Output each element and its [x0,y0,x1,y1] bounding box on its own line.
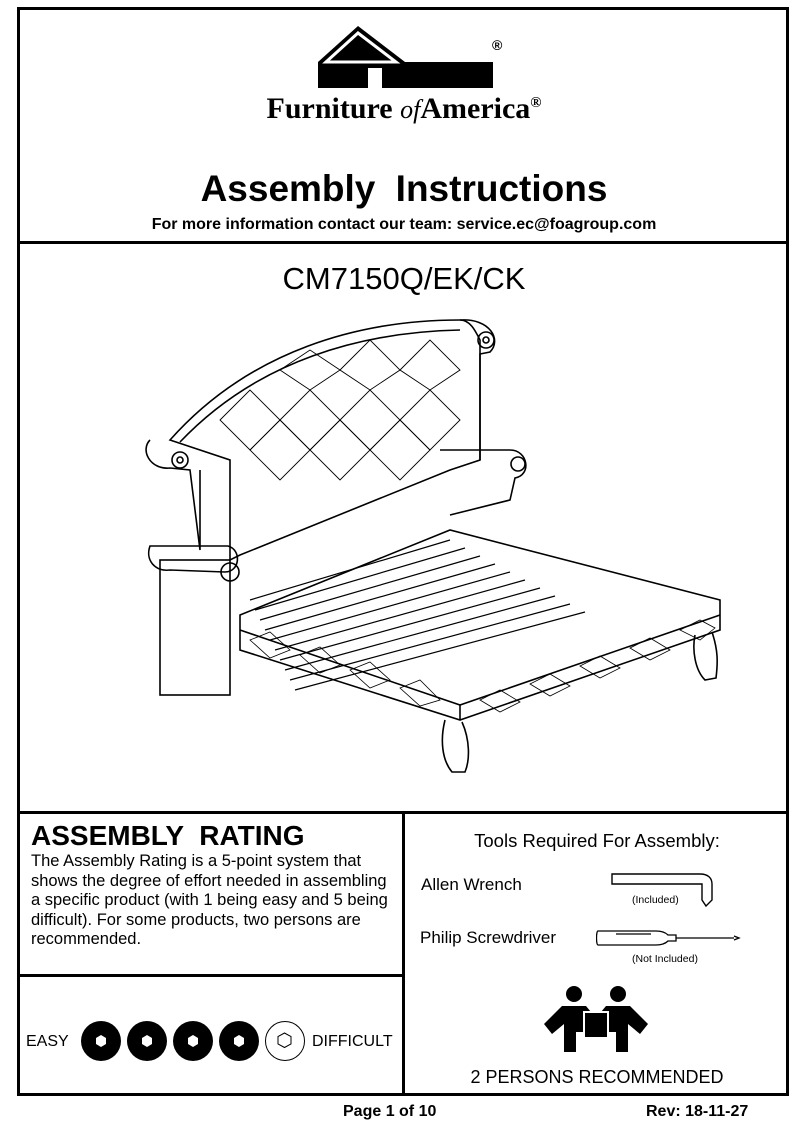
hex-icon [142,1035,152,1047]
bed-illustration [145,319,721,773]
rating-divider [17,974,405,977]
revision: Rev: 18-11-27 [646,1103,749,1120]
header-divider [17,241,789,244]
difficult-label: DIFFICULT [312,1033,393,1050]
rating-circle-filled [219,1021,259,1061]
bottom-vertical-divider [402,811,405,1096]
rating-circle-filled [127,1021,167,1061]
rating-description: The Assembly Rating is a 5-point system … [31,852,388,948]
two-persons-lifting-icon [544,986,648,1052]
hex-icon [96,1035,106,1047]
house-logo-icon: ® [318,26,503,88]
registered-mark-logo: ® [492,37,503,53]
tool-note-allen-wrench: (Included) [632,894,679,906]
rating-circle-filled [81,1021,121,1061]
page-number: Page 1 of 10 [343,1103,437,1120]
contact-info: For more information contact our team: s… [151,216,657,233]
tool-name-screwdriver: Philip Screwdriver [420,928,557,947]
tools-heading: Tools Required For Assembly: [474,830,720,851]
screwdriver-icon [596,930,741,946]
hex-icon [234,1035,244,1047]
brand-name: Furniture ofAmerica® [266,92,542,125]
rating-circle-empty [265,1021,305,1061]
tool-note-screwdriver: (Not Included) [632,953,698,965]
page-title: Assembly Instructions [200,168,608,209]
model-number: CM7150Q/EK/CK [282,261,526,296]
hex-icon [277,1032,292,1049]
easy-label: EASY [26,1033,69,1050]
rating-circle-filled [173,1021,213,1061]
rating-heading: ASSEMBLY RATING [31,820,305,851]
hex-icon [188,1035,198,1047]
tool-name-allen-wrench: Allen Wrench [421,875,522,894]
allen-wrench-icon [611,873,713,908]
persons-recommended: 2 PERSONS RECOMMENDED [470,1067,724,1087]
